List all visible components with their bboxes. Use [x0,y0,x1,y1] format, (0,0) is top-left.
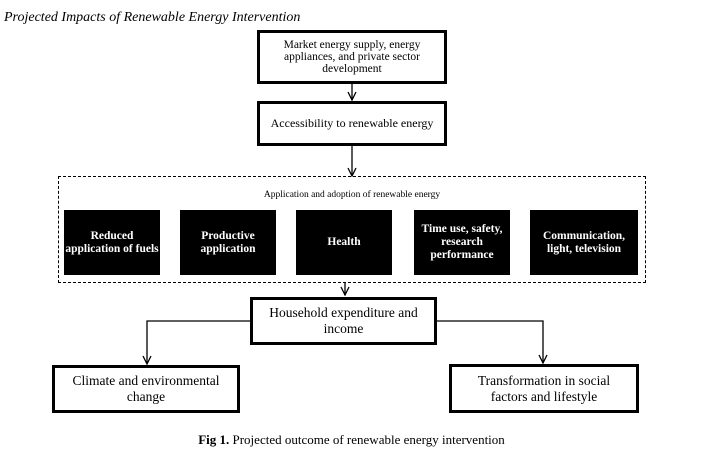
caption-prefix: Fig 1. [198,432,230,447]
arrow-household-to-climate [147,320,250,364]
reduced-fuels-box: Reduced application of fuels [64,210,160,275]
climate-label: Climate and environmental change [72,373,220,404]
household-box: Household expenditure and income [250,297,437,345]
communication-label: Communication, light, television [542,229,626,255]
social-box: Transformation in social factors and lif… [449,364,639,413]
caption-text: Projected outcome of renewable energy in… [229,432,505,447]
productive-application-box: Productive application [180,210,276,275]
social-label: Transformation in social factors and lif… [477,372,611,404]
reduced-fuels-label: Reduced application of fuels [65,229,159,255]
figure-title: Projected Impacts of Renewable Energy In… [4,10,301,25]
climate-box: Climate and environmental change [52,365,240,413]
accessibility-label: Accessibility to renewable energy [270,116,434,130]
market-supply-label: Market energy supply, energy appliances,… [283,39,421,75]
accessibility-box: Accessibility to renewable energy [257,101,447,146]
household-label: Household expenditure and income [269,305,418,336]
productive-application-label: Productive application [200,229,256,255]
application-adoption-group: Application and adoption of renewable en… [58,176,646,283]
time-use-label: Time use, safety, research performance [421,223,503,261]
health-box: Health [296,210,392,275]
application-adoption-label: Application and adoption of renewable en… [263,190,441,200]
health-label: Health [327,236,361,248]
arrow-household-to-social [437,320,543,363]
communication-box: Communication, light, television [530,210,638,275]
market-supply-box: Market energy supply, energy appliances,… [257,30,447,84]
figure-caption: Fig 1. Projected outcome of renewable en… [0,432,703,448]
time-use-box: Time use, safety, research performance [414,210,510,275]
